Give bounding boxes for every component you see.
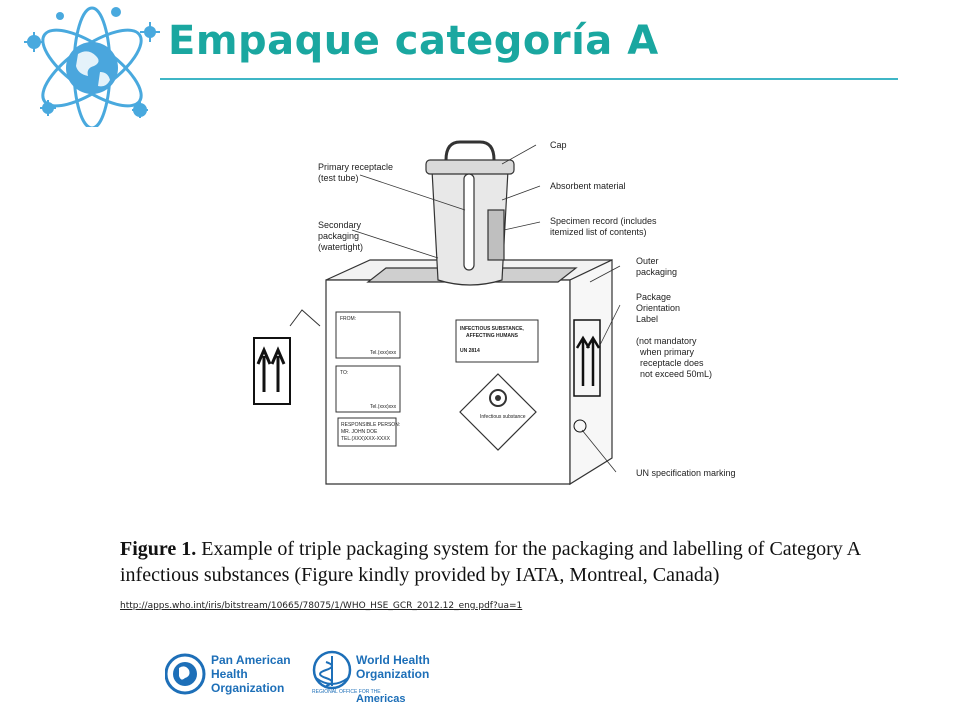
who-regional-office: REGIONAL OFFICE FOR THE <box>312 689 381 695</box>
label-primary-line-1: Primary receptacle <box>318 162 393 172</box>
to-label: TO: <box>340 370 348 376</box>
diamond-text: Infectious substance <box>480 414 526 420</box>
substance-line-1: INFECTIOUS SUBSTANCE, <box>460 326 524 332</box>
paho-name-line-2: Health <box>211 667 248 681</box>
to-tel: Tel.(xxx)xxx <box>370 404 397 410</box>
page-title: Empaque categoría A <box>168 18 659 64</box>
label-secondary-line-1: Secondary <box>318 220 362 230</box>
paho-name-line-3: Organization <box>211 681 284 695</box>
label-outer-line-2: packaging <box>636 267 677 277</box>
label-orientation-line-4: (not mandatory <box>636 336 697 346</box>
figure-caption: Figure 1. Example of triple packaging sy… <box>120 536 900 588</box>
source-link[interactable]: http://apps.who.int/iris/bitstream/10665… <box>120 601 523 611</box>
from-tel: Tel.(xxx)xxx <box>370 350 397 356</box>
label-secondary-line-2: packaging <box>318 231 359 241</box>
caption-text: Example of triple packaging system for t… <box>120 538 860 586</box>
label-specimen-line-2: itemized list of contents) <box>550 227 647 237</box>
responsible-line-3: TEL.(XXX)XXX-XXXX <box>341 436 391 442</box>
label-absorbent: Absorbent material <box>550 181 626 191</box>
orientation-label-icon <box>253 309 321 405</box>
label-secondary-line-3: (watertight) <box>318 242 363 252</box>
label-specimen-line-1: Specimen record (includes <box>550 216 657 226</box>
paho-name-line-1: Pan American <box>211 653 291 667</box>
paho-logo: Pan American Health Organization <box>165 653 291 695</box>
responsible-line-1: RESPONSIBLE PERSON: <box>341 422 400 428</box>
label-un-marking: UN specification marking <box>636 468 736 478</box>
label-orientation-line-6: receptacle does <box>640 358 704 368</box>
label-orientation-line-3: Label <box>636 314 658 324</box>
label-outer-line-1: Outer <box>636 256 659 266</box>
label-orientation-line-5: when primary <box>639 347 695 357</box>
biohazard-diamond-icon: Infectious substance <box>459 373 537 451</box>
side-orientation-arrows-icon <box>573 319 601 433</box>
un-number: UN 2814 <box>460 348 480 354</box>
globe-atom-icon <box>24 6 160 127</box>
responsible-line-2: MR. JOHN DOE <box>341 429 378 435</box>
label-cap: Cap <box>550 140 567 150</box>
triple-packaging-diagram: FROM: Tel.(xxx)xxx TO: Tel.(xxx)xxx RESP… <box>253 140 736 486</box>
caption-label: Figure 1. <box>120 538 197 560</box>
who-region: Americas <box>356 693 406 704</box>
who-logo: World Health Organization REGIONAL OFFIC… <box>312 650 430 704</box>
label-orientation-line-2: Orientation <box>636 303 680 313</box>
who-name-line-1: World Health <box>356 653 430 667</box>
label-orientation-line-1: Package <box>636 292 671 302</box>
label-orientation-line-7: not exceed 50mL) <box>640 369 712 379</box>
who-name-line-2: Organization <box>356 667 429 681</box>
label-primary-line-2: (test tube) <box>318 173 359 183</box>
from-label: FROM: <box>340 316 356 322</box>
title-divider <box>160 78 898 80</box>
substance-line-2: AFFECTING HUMANS <box>466 333 519 339</box>
